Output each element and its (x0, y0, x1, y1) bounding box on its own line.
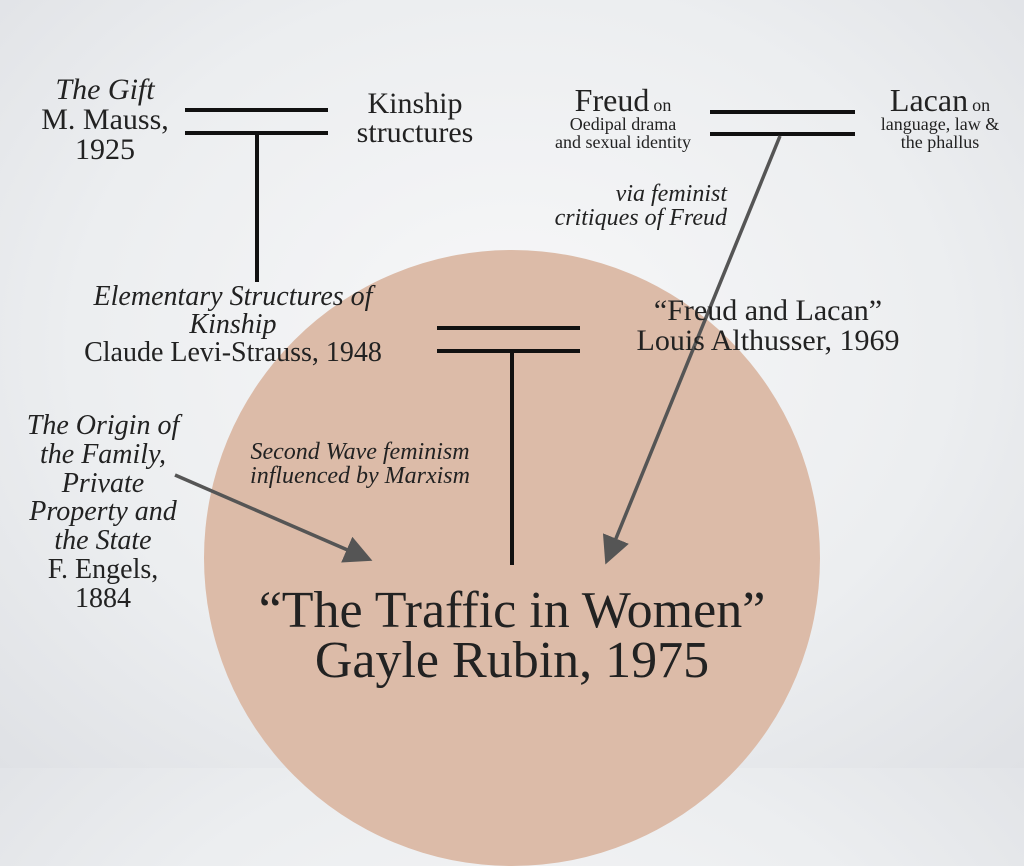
rubin-author: Gayle Rubin, 1975 (314, 632, 710, 690)
connector-lines (174, 108, 855, 565)
freud-line3: and sexual identity (555, 132, 691, 153)
arrow-freud-to-rubin (602, 135, 782, 565)
via-line1: via feminist (615, 181, 727, 207)
mauss-author: M. Mauss, (41, 103, 169, 136)
second-wave-label: Second Wave feminism influenced by Marxi… (250, 440, 470, 488)
second-wave-line1: Second Wave feminism (250, 439, 470, 465)
lacan-line2: language, law & (880, 114, 1000, 134)
mauss-title: The Gift (55, 73, 155, 106)
engels-line: the Family, (40, 438, 166, 470)
via-line2: critiques of Freud (554, 205, 727, 231)
mauss-kinship-equals (185, 108, 328, 282)
lacan-name: Lacan (889, 82, 969, 118)
engels-line: Private (61, 467, 145, 499)
levi-strauss-label: Elementary Structures of Kinship Claude … (84, 283, 382, 367)
levi-title1: Elementary Structures of (93, 281, 373, 312)
rubin-title: “The Traffic in Women” (258, 582, 766, 639)
lacan-on: on (972, 95, 991, 115)
via-feminist-label: via feminist critiques of Freud (555, 182, 727, 230)
levistrauss-althusser-equals (437, 326, 580, 565)
althusser-author: Louis Althusser, 1969 (636, 324, 900, 357)
kinship-label: Kinship structures (356, 87, 474, 149)
levi-title2: Kinship (189, 309, 277, 340)
engels-year: 1884 (75, 582, 131, 614)
freud-label: Freud on Oedipal drama and sexual identi… (555, 84, 691, 153)
arrow-engels-to-rubin (174, 473, 373, 563)
levi-author: Claude Levi-Strauss, 1948 (84, 337, 382, 368)
freud-name: Freud (574, 82, 650, 118)
freud-on: on (653, 95, 672, 115)
engels-line: Property and (29, 496, 177, 528)
kinship-line2: structures (356, 115, 474, 149)
mauss-year: 1925 (74, 133, 135, 166)
engels-line: The Origin of (26, 410, 180, 441)
lacan-line3: the phallus (900, 132, 980, 153)
freud-line2: Oedipal drama (569, 114, 677, 134)
althusser-label: “Freud and Lacan” Louis Althusser, 1969 (637, 296, 900, 356)
althusser-title: “Freud and Lacan” (653, 294, 883, 327)
freud-lacan-equals (710, 110, 855, 136)
kinship-line1: Kinship (367, 87, 463, 120)
engels-label: The Origin of the Family, Private Proper… (26, 410, 180, 614)
engels-author: F. Engels, (47, 554, 159, 586)
rubin-label: “The Traffic in Women” Gayle Rubin, 1975 (258, 582, 766, 690)
mauss-label: The Gift M. Mauss, 1925 (41, 75, 169, 165)
second-wave-line2: influenced by Marxism (250, 463, 470, 489)
lacan-label: Lacan on language, law & the phallus (881, 84, 999, 153)
engels-line: the State (54, 525, 152, 557)
